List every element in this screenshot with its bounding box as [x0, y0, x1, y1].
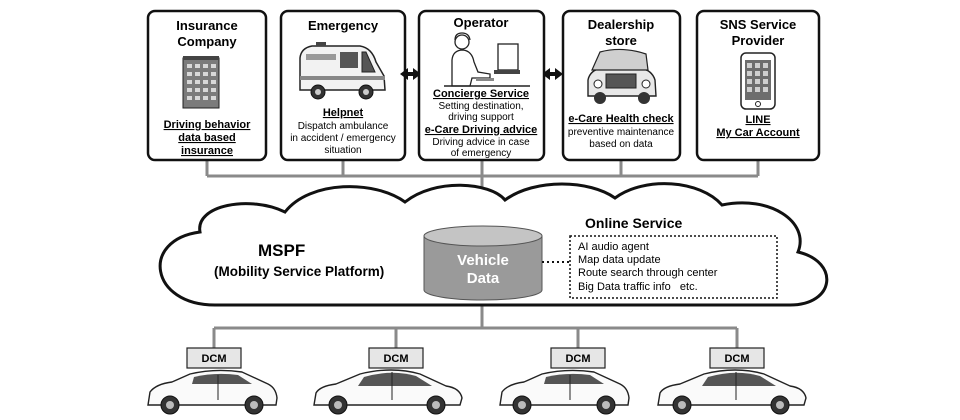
sns-title-line-1: SNS Service [720, 17, 797, 32]
sedan-car-icon [657, 369, 807, 415]
dcm-label: DCM [565, 353, 590, 365]
online-service-item: Big Data traffic info etc. [578, 281, 698, 293]
vehicle-data-database: Vehicle Data [423, 225, 543, 301]
insurance-title-line-1: Insurance [176, 18, 237, 33]
dcm-badge [709, 347, 765, 369]
vehicle-2: DCM [313, 347, 463, 415]
dcm-label: DCM [724, 353, 749, 365]
vehicle-1: DCM [147, 347, 278, 415]
dcm-label: DCM [383, 353, 408, 365]
operator-box: Operator Concierge Service Setting desti… [417, 9, 546, 162]
dcm-badge [550, 347, 606, 369]
emergency-desc-line-2: in accident / emergency [290, 133, 396, 144]
sedan-car-icon [313, 369, 463, 415]
online-service-item: AI audio agent [578, 241, 649, 253]
operator-service-2: e-Care Driving advice [425, 124, 538, 136]
insurance-link-line-3: insurance [181, 145, 233, 157]
dealership-desc-line-1: preventive maintenance [568, 127, 675, 138]
sns-service-line-1: LINE [745, 114, 770, 126]
ambulance-icon [299, 42, 386, 100]
vehicle-4: DCM [657, 347, 807, 415]
emergency-box: Emergency Helpnet Dispatch ambulance in … [279, 9, 407, 162]
smartphone-icon [740, 52, 776, 110]
hatchback-car-icon [499, 369, 630, 415]
insurance-link-line-2: data based [178, 132, 235, 144]
double-arrow-icon [542, 68, 563, 80]
emergency-service: Helpnet [323, 107, 364, 119]
operator-title: Operator [454, 15, 509, 30]
platform-name: MSPF [258, 241, 305, 260]
emergency-operator-arrow [400, 68, 421, 80]
emergency-title: Emergency [308, 18, 379, 33]
sns-service-line-2: My Car Account [716, 127, 800, 139]
emergency-desc-line-3: situation [324, 145, 361, 156]
sns-title-line-2: Provider [732, 33, 785, 48]
database-cylinder-icon [423, 235, 543, 301]
operator-dealership-arrow [542, 68, 563, 80]
dcm-badge [368, 347, 424, 369]
operator-headset-icon [444, 32, 530, 87]
online-service-title: Online Service [585, 215, 682, 231]
platform-full-name: (Mobility Service Platform) [214, 264, 384, 279]
database-top [423, 225, 543, 247]
insurance-title-line-2: Company [177, 34, 237, 49]
dealership-service: e-Care Health check [568, 113, 674, 125]
dealership-title-line-2: store [605, 33, 637, 48]
emergency-desc-line-1: Dispatch ambulance [298, 121, 389, 132]
insurance-company-box: Insurance Company Driving behavior data … [146, 9, 268, 162]
dealership-box: Dealership store e-Care Health check pre… [561, 9, 682, 162]
vehicle-3: DCM [499, 347, 630, 415]
hatchback-car-icon [147, 369, 278, 415]
dcm-badge [186, 347, 242, 369]
double-arrow-icon [400, 68, 421, 80]
operator-service-1: Concierge Service [433, 88, 529, 100]
insurance-link-line-1: Driving behavior [164, 119, 252, 131]
dealership-desc-line-2: based on data [589, 139, 653, 150]
db-label-line-1: Vehicle [457, 252, 509, 269]
dealership-title-line-1: Dealership [588, 17, 655, 32]
operator-desc-2-line-1: Driving advice in case [432, 137, 530, 148]
sns-provider-box: SNS Service Provider LINE My Car Account [695, 9, 821, 162]
operator-desc-1-line-1: Setting destination, [438, 101, 523, 112]
online-service-panel: Online Service AI audio agent Map data u… [569, 215, 778, 299]
online-service-item: Map data update [578, 254, 661, 266]
dcm-label: DCM [201, 353, 226, 365]
office-building-icon [182, 56, 220, 109]
db-label-line-2: Data [467, 270, 500, 287]
operator-desc-1-line-2: driving support [448, 112, 514, 123]
online-service-item: Route search through center [578, 267, 718, 279]
operator-desc-2-line-2: of emergency [451, 148, 512, 159]
car-maintenance-icon [587, 48, 657, 104]
online-service-box [569, 235, 778, 299]
